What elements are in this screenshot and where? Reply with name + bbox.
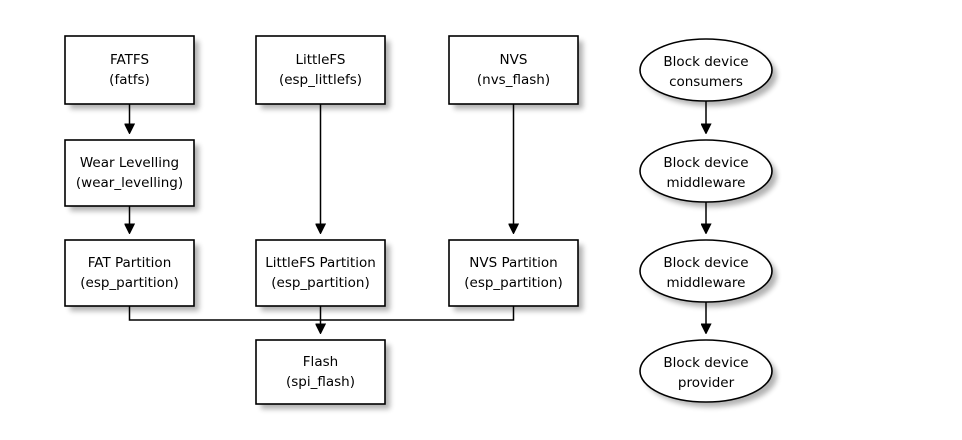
node-block-device-provider[interactable]: Block device provider xyxy=(639,339,777,407)
node-block-device-middleware-2[interactable]: Block device middleware xyxy=(639,239,777,307)
node-fat-partition[interactable]: FAT Partition (esp_partition) xyxy=(64,239,199,311)
node-block-device-middleware-1-line2: middleware xyxy=(667,175,746,191)
node-littlefs[interactable]: LittleFS (esp_littlefs) xyxy=(255,35,390,109)
node-block-device-middleware-1[interactable]: Block device middleware xyxy=(639,139,777,207)
node-block-device-middleware-2-line1: Block device xyxy=(663,255,748,271)
node-flash-line1: Flash xyxy=(303,354,338,370)
node-block-device-consumers-line2: consumers xyxy=(669,74,743,90)
node-flash[interactable]: Flash (spi_flash) xyxy=(255,339,390,409)
node-fat-partition-line1: FAT Partition xyxy=(88,255,172,271)
node-fatfs-line2: (fatfs) xyxy=(109,72,150,88)
node-nvs-line1: NVS xyxy=(500,52,528,68)
node-littlefs-partition-line1: LittleFS Partition xyxy=(265,255,376,271)
right-stack-nodes: Block device consumers Block device midd… xyxy=(639,38,777,407)
node-wear-levelling-line2: (wear_levelling) xyxy=(76,175,183,191)
node-fat-partition-line2: (esp_partition) xyxy=(80,275,179,291)
node-block-device-provider-line2: provider xyxy=(678,375,735,391)
node-flash-line2: (spi_flash) xyxy=(286,374,355,390)
node-nvs-partition-line2: (esp_partition) xyxy=(464,275,563,291)
node-littlefs-partition-line2: (esp_partition) xyxy=(271,275,370,291)
node-littlefs-line1: LittleFS xyxy=(295,52,345,68)
node-block-device-provider-line1: Block device xyxy=(663,355,748,371)
node-fatfs[interactable]: FATFS (fatfs) xyxy=(64,35,199,109)
node-wear-levelling-line1: Wear Levelling xyxy=(80,155,179,171)
node-littlefs-partition[interactable]: LittleFS Partition (esp_partition) xyxy=(255,239,390,311)
node-block-device-middleware-1-line1: Block device xyxy=(663,155,748,171)
node-fatfs-line1: FATFS xyxy=(110,52,149,68)
node-nvs-partition[interactable]: NVS Partition (esp_partition) xyxy=(448,239,583,311)
node-block-device-consumers-line1: Block device xyxy=(663,54,748,70)
node-nvs-line2: (nvs_flash) xyxy=(477,72,550,88)
node-block-device-middleware-2-line2: middleware xyxy=(667,275,746,291)
node-littlefs-line2: (esp_littlefs) xyxy=(279,72,362,88)
node-nvs[interactable]: NVS (nvs_flash) xyxy=(448,35,583,109)
node-wear-levelling[interactable]: Wear Levelling (wear_levelling) xyxy=(64,139,199,211)
node-block-device-consumers[interactable]: Block device consumers xyxy=(639,38,777,106)
node-nvs-partition-line1: NVS Partition xyxy=(469,255,557,271)
left-stack-nodes: FATFS (fatfs) LittleFS (esp_littlefs) NV… xyxy=(64,35,583,409)
